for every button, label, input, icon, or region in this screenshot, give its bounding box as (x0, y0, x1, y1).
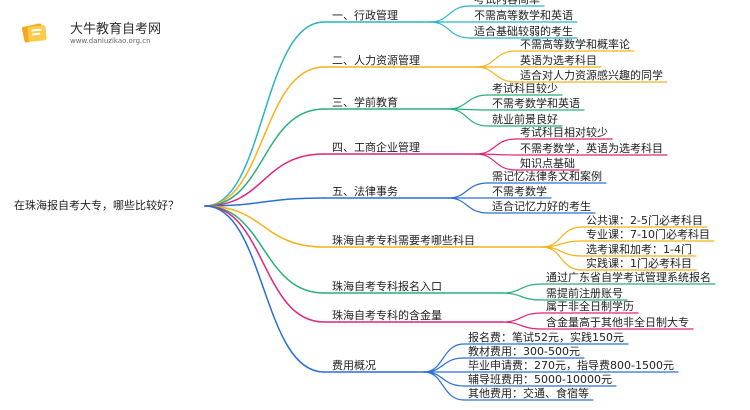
leaf-label: 适合基础较弱的考生 (474, 25, 573, 38)
leaf-label: 选考课和加考：1-4门 (586, 243, 692, 256)
branch-connector (204, 205, 325, 248)
branch-label: 珠海自考专科报名入口 (332, 280, 442, 293)
leaf-connector (447, 108, 489, 127)
leaf-label: 就业前景良好 (492, 113, 558, 126)
branch-connector (204, 197, 325, 207)
leaf-connector (429, 21, 471, 39)
leaf-connector (447, 182, 489, 199)
leaf-label: 知识点基础 (520, 157, 575, 170)
leaf-connector (501, 312, 543, 323)
leaf-connector (475, 50, 517, 68)
leaf-connector (501, 292, 543, 301)
leaf-label: 需提前注册账号 (546, 287, 623, 300)
leaf-connector (423, 371, 465, 387)
leaf-label: 不需考数学，英语为选考科目 (520, 142, 663, 155)
branch-connector (204, 205, 325, 323)
leaf-label: 属于非全日制学历 (546, 300, 634, 313)
leaf-label: 不需考数学 (492, 185, 547, 198)
leaf-connector (475, 138, 517, 155)
leaf-label: 实践课：1门必考科目 (586, 257, 692, 270)
leaf-label: 报名费：笔试52元，实践150元 (468, 331, 624, 344)
leaf-label: 不需高等数学和英语 (474, 9, 573, 22)
leaf-connector (501, 321, 543, 330)
mindmap-root: 在珠海报自考大专，哪些比较好？ (14, 199, 179, 212)
leaf-label: 适合对人力资源感兴趣的同学 (520, 69, 663, 82)
leaf-connector (423, 371, 465, 401)
branch-connector (204, 205, 325, 373)
leaf-label: 不需高等数学和概率论 (520, 38, 630, 51)
leaf-label: 公共课：2-5门必考科目 (586, 214, 703, 227)
branch-connector (204, 66, 325, 207)
book-icon (20, 20, 50, 46)
branch-label: 四、工商企业管理 (332, 141, 420, 154)
leaf-label: 毕业申请费：270元，指导费800-1500元 (468, 359, 674, 372)
leaf-connector (475, 153, 517, 171)
leaf-label: 考试内容简单 (474, 0, 540, 6)
branch-label: 五、法律事务 (332, 185, 398, 198)
logo: 大牛教育自考网 www.daniuzikao.org.cn (18, 12, 198, 52)
leaf-connector (447, 197, 489, 214)
branch-label: 珠海自考专科需要考哪些科目 (332, 234, 475, 247)
logo-url: www.daniuzikao.org.cn (70, 37, 151, 45)
leaf-label: 适合记忆力好的考生 (492, 200, 591, 213)
logo-title: 大牛教育自考网 (70, 22, 162, 37)
leaf-connector (429, 5, 471, 23)
leaf-label: 含金量高于其他非全日制大专 (546, 316, 689, 329)
leaf-label: 其他费用：交通、食宿等 (468, 387, 589, 400)
leaf-label: 英语为选考科目 (520, 54, 597, 67)
branch-label: 费用概况 (332, 359, 376, 372)
branch-label: 三、学前教育 (332, 96, 398, 109)
leaf-connector (447, 94, 489, 110)
branch-label: 珠海自考专科的含金量 (332, 309, 442, 322)
leaf-connector (501, 283, 543, 294)
leaf-label: 教材费用：300-500元 (468, 345, 580, 358)
leaf-label: 考试科目较少 (492, 82, 558, 95)
branch-connector (204, 153, 325, 207)
leaf-label: 需记忆法律条文和案例 (492, 170, 602, 183)
leaf-connector (475, 66, 517, 83)
leaf-label: 不需考数学和英语 (492, 97, 580, 110)
branch-connector (204, 108, 325, 207)
leaf-label: 考试科目相对较少 (520, 126, 608, 139)
branch-connector (204, 21, 325, 207)
leaf-connector (423, 357, 465, 373)
leaf-label: 专业课：7-10门必考科目 (586, 228, 710, 241)
leaf-label: 通过广东省自学考试管理系统报名 (546, 271, 711, 284)
leaf-connector (541, 246, 583, 271)
leaf-label: 辅导班费用：5000-10000元 (468, 373, 612, 386)
branch-label: 二、人力资源管理 (332, 54, 420, 67)
branch-connector (204, 205, 325, 294)
branch-label: 一、行政管理 (332, 9, 398, 22)
